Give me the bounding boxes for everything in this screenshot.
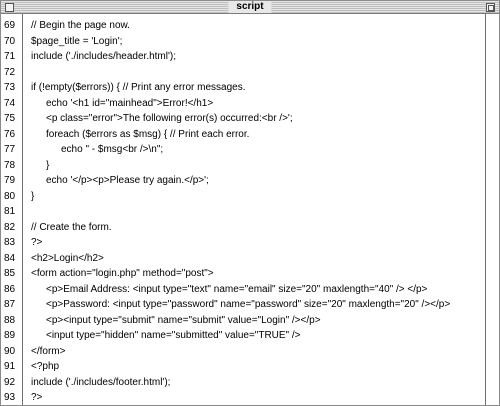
window-title: script	[228, 1, 272, 13]
code-text[interactable]: if (!empty($errors)) { // Print any erro…	[31, 82, 246, 93]
code-line[interactable]: 85 <form action="login.php" method="post"…	[1, 266, 485, 282]
code-line[interactable]: 93 ?>	[1, 390, 485, 406]
code-line[interactable]: 91 <?php	[1, 359, 485, 375]
code-text[interactable]: <form action="login.php" method="post">	[31, 268, 214, 279]
code-text[interactable]: $page_title = 'Login';	[31, 35, 123, 47]
code-line[interactable]: 84 <h2>Login</h2>	[1, 251, 485, 267]
code-text[interactable]: }	[31, 190, 35, 202]
code-line[interactable]: 83 ?>	[1, 235, 485, 251]
code-line[interactable]: 74 echo '<h1 id="mainhead">Error!</h1>	[1, 96, 485, 112]
line-number: 93	[4, 392, 16, 403]
code-text[interactable]: <h2>Login</h2>	[31, 252, 104, 264]
line-number: 77	[4, 144, 16, 155]
line-number: 80	[4, 190, 16, 202]
code-text[interactable]: </form>	[31, 345, 66, 357]
code-text[interactable]: // Create the form.	[31, 221, 112, 233]
code-line[interactable]: 76 foreach ($errors as $msg) { // Print e…	[1, 127, 485, 143]
line-number: 81	[4, 206, 16, 217]
line-number: 86	[4, 283, 16, 295]
line-number: 82	[4, 221, 16, 233]
code-text[interactable]: // Begin the page now.	[31, 20, 130, 31]
code-line[interactable]: 71 include ('./includes/header.html');	[1, 49, 485, 65]
code-text[interactable]: foreach ($errors as $msg) { // Print eac…	[46, 128, 250, 140]
code-line[interactable]: 69 // Begin the page now.	[1, 18, 485, 34]
code-line[interactable]: 92 include ('./includes/footer.html');	[1, 375, 485, 391]
close-box-icon[interactable]	[5, 3, 14, 12]
code-text[interactable]: echo '</p><p>Please try again.</p>';	[46, 175, 209, 186]
line-number: 71	[4, 51, 16, 62]
code-line[interactable]: 73 if (!empty($errors)) { // Print any er…	[1, 80, 485, 96]
code-line[interactable]: 70 $page_title = 'Login';	[1, 34, 485, 50]
zoom-box-icon[interactable]	[486, 3, 495, 12]
line-number: 91	[4, 361, 16, 372]
code-text[interactable]: echo " - $msg<br />\n";	[61, 144, 164, 155]
right-margin-divider	[485, 14, 486, 405]
line-number: 74	[4, 97, 16, 109]
code-line[interactable]: 88 <p><input type="submit" name="submit" …	[1, 313, 485, 329]
code-text[interactable]: <p><input type="submit" name="submit" va…	[46, 314, 321, 326]
line-number: 69	[4, 20, 16, 31]
code-line[interactable]: 78}	[1, 158, 485, 174]
title-bar[interactable]: script	[1, 1, 499, 14]
code-text[interactable]: ?>	[31, 392, 43, 403]
code-text[interactable]: <p>Password: <input type="password" name…	[46, 299, 451, 310]
code-text[interactable]: }	[46, 159, 50, 171]
line-number: 70	[4, 35, 16, 47]
code-text[interactable]: ?>	[31, 237, 43, 248]
line-number: 84	[4, 252, 16, 264]
code-line[interactable]: 77 echo " - $msg<br />\n";	[1, 142, 485, 158]
line-number: 78	[4, 159, 16, 171]
code-text[interactable]: echo '<h1 id="mainhead">Error!</h1>	[46, 97, 214, 109]
code-line[interactable]: 89 <input type="hidden" name="submitted" …	[1, 328, 485, 344]
code-line[interactable]: 72	[1, 65, 485, 81]
code-text[interactable]: include ('./includes/footer.html');	[31, 376, 171, 388]
code-line[interactable]: 86 <p>Email Address: <input type="text" n…	[1, 282, 485, 298]
code-text[interactable]: <p class="error">The following error(s) …	[46, 113, 293, 124]
line-number: 88	[4, 314, 16, 326]
code-line[interactable]: 82 // Create the form.	[1, 220, 485, 236]
code-text[interactable]: <p>Email Address: <input type="text" nam…	[46, 283, 428, 295]
code-line[interactable]: 81	[1, 204, 485, 220]
line-number: 92	[4, 376, 16, 388]
code-line[interactable]: 87 <p>Password: <input type="password" na…	[1, 297, 485, 313]
line-number-divider	[22, 14, 23, 405]
line-number: 75	[4, 113, 16, 124]
line-number: 89	[4, 330, 16, 341]
code-text[interactable]: <?php	[31, 361, 60, 372]
line-number: 90	[4, 345, 16, 357]
line-number: 85	[4, 268, 16, 279]
code-line[interactable]: 79 echo '</p><p>Please try again.</p>';	[1, 173, 485, 189]
line-number: 72	[4, 66, 16, 78]
code-text[interactable]: <input type="hidden" name="submitted" va…	[46, 330, 301, 341]
code-line[interactable]: 80}	[1, 189, 485, 205]
code-line[interactable]: 90 </form>	[1, 344, 485, 360]
line-number: 87	[4, 299, 16, 310]
code-text[interactable]: include ('./includes/header.html');	[31, 51, 177, 62]
code-editor[interactable]: 69 // Begin the page now. 70 $page_title = …	[1, 18, 485, 406]
line-number: 83	[4, 237, 16, 248]
code-line[interactable]: 75 <p class="error">The following error(s…	[1, 111, 485, 127]
line-number: 76	[4, 128, 16, 140]
line-number: 79	[4, 175, 16, 186]
line-number: 73	[4, 82, 16, 93]
